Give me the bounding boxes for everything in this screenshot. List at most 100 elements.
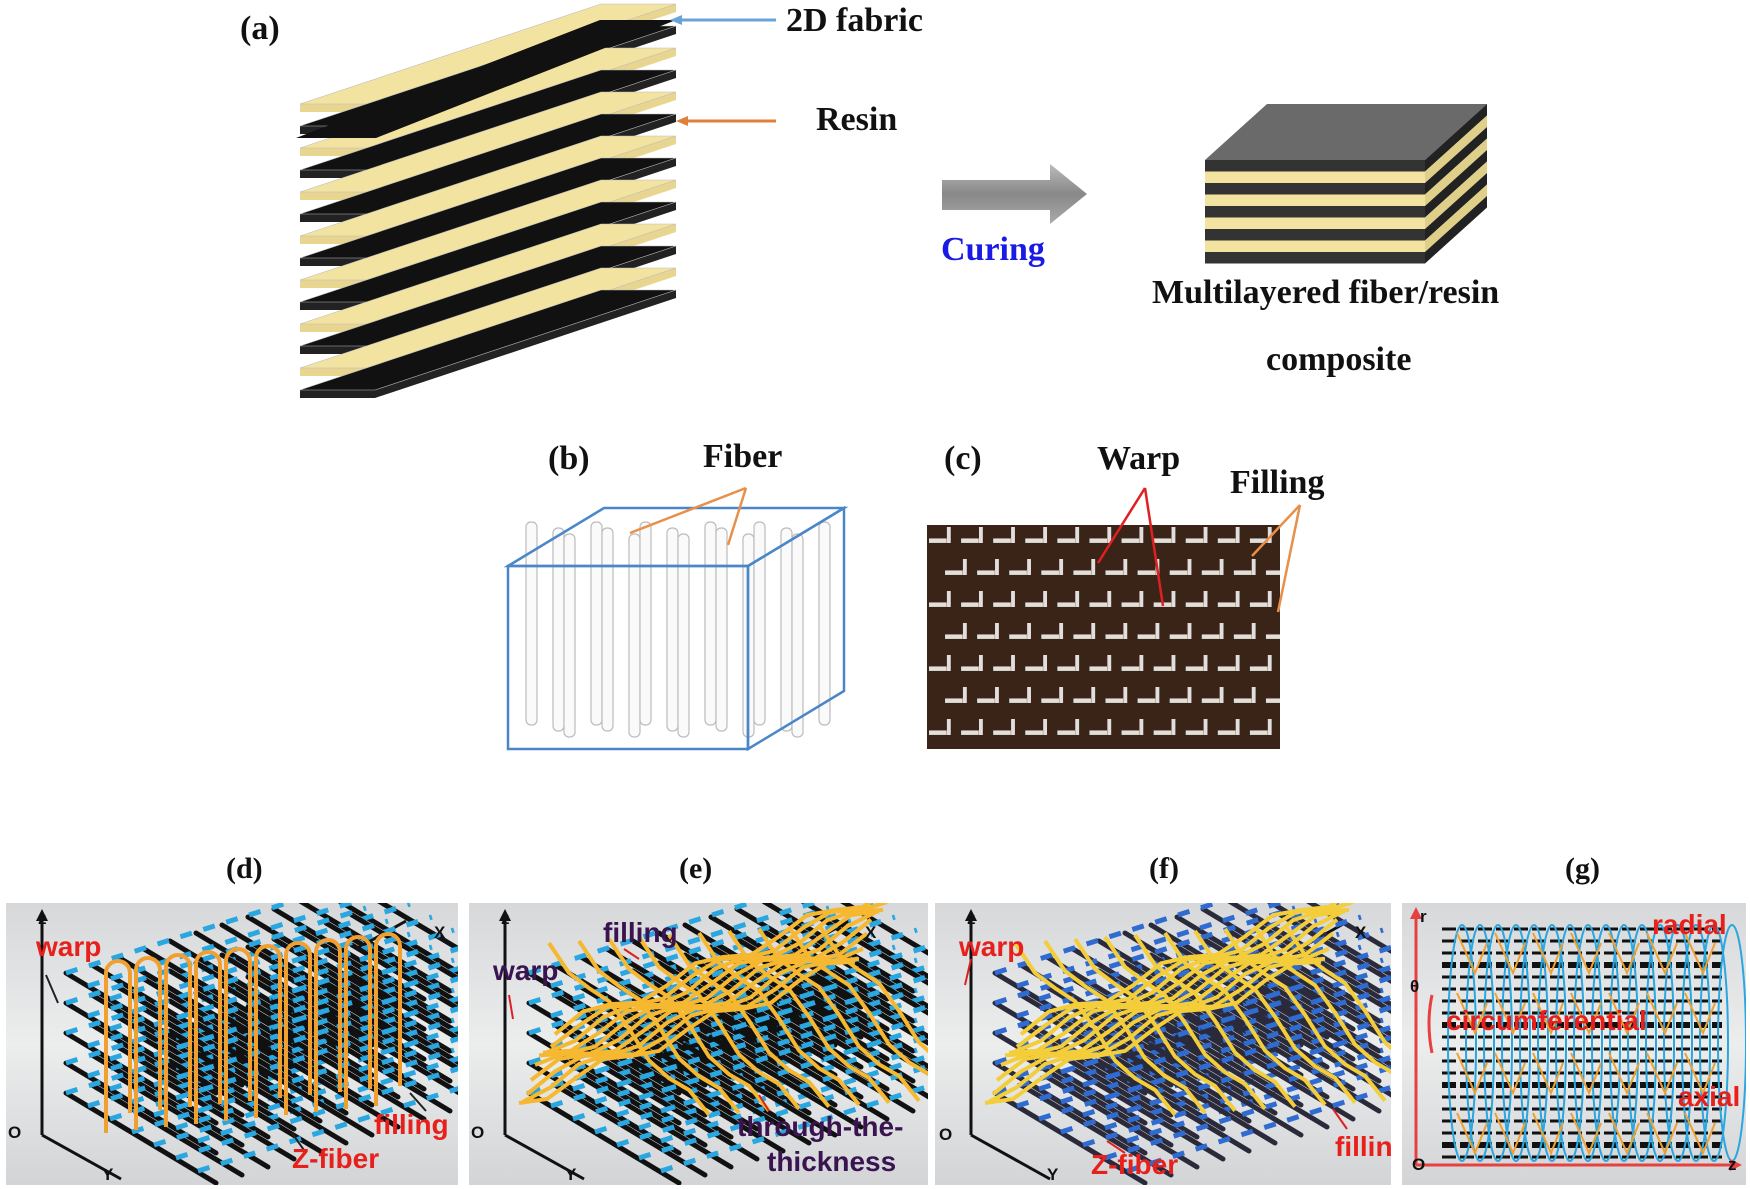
radial-yarn — [1532, 932, 1564, 976]
weave-gap — [995, 623, 999, 639]
angle-interlock-drawing — [499, 903, 928, 1185]
interlock-yarn — [787, 925, 928, 1076]
weave-gap — [1121, 730, 1140, 735]
weave-gap — [1283, 623, 1288, 639]
warp-pointer — [1143, 487, 1165, 607]
weave-gap — [1041, 634, 1059, 639]
weave-gap — [1201, 634, 1220, 639]
curing-arrow — [942, 164, 1087, 224]
interlock-yarn — [1283, 923, 1391, 1051]
radial-yarn — [1608, 932, 1640, 976]
circumferential-yarn — [1501, 924, 1531, 1162]
filling-yarn — [271, 1026, 427, 1122]
circumferential-yarn — [1591, 924, 1621, 1162]
filling-yarn — [786, 950, 928, 1040]
warp-yarn — [1016, 918, 1318, 1019]
weave-gap — [1185, 730, 1204, 735]
interlock-yarn — [522, 956, 860, 1104]
label-pointer — [964, 958, 972, 986]
filling-yarn — [115, 1044, 271, 1140]
fiber-rod — [639, 521, 652, 726]
warp-yarn — [528, 903, 759, 976]
label-pointer — [1332, 1108, 1348, 1130]
weave-gap — [1057, 602, 1076, 607]
radial-yarn — [1456, 1112, 1488, 1156]
x-axis-label: X — [865, 923, 877, 942]
weave-gap — [1201, 570, 1220, 575]
z-axis-label: z — [501, 909, 510, 928]
arrowhead — [965, 909, 977, 921]
weave-gap — [1011, 527, 1015, 543]
warp-yarn — [1082, 1017, 1384, 1118]
weave-gap — [977, 698, 995, 703]
weave-gap — [1091, 559, 1096, 575]
filling-yarn — [526, 1090, 682, 1185]
weave-gap — [946, 719, 951, 735]
weave-gap — [1041, 698, 1059, 703]
filling-yarn — [1306, 903, 1391, 954]
warp-yarn — [572, 903, 874, 1002]
interlock-yarn — [1253, 925, 1391, 1074]
weave-gap — [1233, 634, 1252, 639]
weave-gap — [1137, 634, 1156, 639]
filling-yarn — [1252, 920, 1391, 1008]
radial-yarn — [1608, 1052, 1640, 1096]
radial-yarn — [1494, 1112, 1526, 1156]
weave-gap — [1107, 719, 1112, 735]
filling-yarn — [115, 1074, 271, 1170]
warp-yarn — [594, 1034, 896, 1135]
weave-gap — [1251, 623, 1256, 639]
weave-gap — [978, 719, 983, 735]
filling-label: filling — [374, 1109, 449, 1140]
weave-gap — [1075, 655, 1080, 671]
weave-gap — [961, 666, 979, 671]
weave-gap — [1123, 687, 1128, 703]
filling-yarn — [1044, 1014, 1200, 1110]
filling-yarn — [630, 998, 786, 1094]
arrowhead — [670, 15, 682, 25]
warp-yarn — [994, 905, 1296, 1006]
warp-yarn — [153, 1017, 455, 1118]
weave-gap — [1251, 687, 1256, 703]
radial-yarn — [1646, 1052, 1678, 1096]
interlock-yarn — [988, 956, 1326, 1104]
origin-label: O — [8, 1123, 22, 1142]
composite-side-layer — [1425, 127, 1487, 195]
fabric-layer — [299, 201, 677, 303]
radial-yarn — [1494, 932, 1526, 976]
weave-gap — [1267, 591, 1272, 607]
interlock-yarn — [518, 959, 856, 1105]
weave-gap — [1219, 687, 1224, 703]
filling-yarn — [115, 984, 271, 1080]
filling-yarn — [377, 903, 458, 952]
weave-gap — [1233, 698, 1252, 703]
warp-yarn — [572, 991, 874, 1092]
composite-side-layer — [1425, 161, 1487, 229]
cylindrical-weave-drawing — [1410, 907, 1746, 1171]
composite-label-line1: Multilayered fiber/resin — [1152, 274, 1500, 311]
weave-gap — [1027, 623, 1031, 639]
filling-yarn — [1096, 998, 1252, 1094]
interlock-yarn — [1012, 908, 1350, 1055]
filling-yarn — [1226, 958, 1382, 1054]
weave-gap — [946, 655, 951, 671]
weave-gap — [1267, 527, 1272, 543]
resin-layer — [299, 267, 677, 369]
resin-layer — [299, 179, 677, 281]
interlock-yarn — [534, 917, 873, 1067]
weave-gap — [1073, 698, 1092, 703]
warp-label: warp — [36, 931, 102, 962]
filling-yarn — [1018, 1022, 1174, 1118]
panel-c-label: (c) — [944, 440, 982, 477]
weave-gap — [1107, 655, 1112, 671]
panel-f-label: (f) — [1149, 852, 1179, 885]
weave-gap — [1265, 634, 1284, 639]
orthogonal-weave-drawing — [36, 903, 458, 1185]
radial-yarn — [1570, 932, 1602, 976]
warp-yarn — [660, 1083, 928, 1174]
fabric-label: 2D fabric — [786, 2, 923, 39]
filling-yarn — [1096, 1058, 1252, 1154]
weave-gap — [1075, 591, 1080, 607]
weave-gap — [962, 559, 967, 575]
filling-yarn — [1070, 1006, 1226, 1102]
